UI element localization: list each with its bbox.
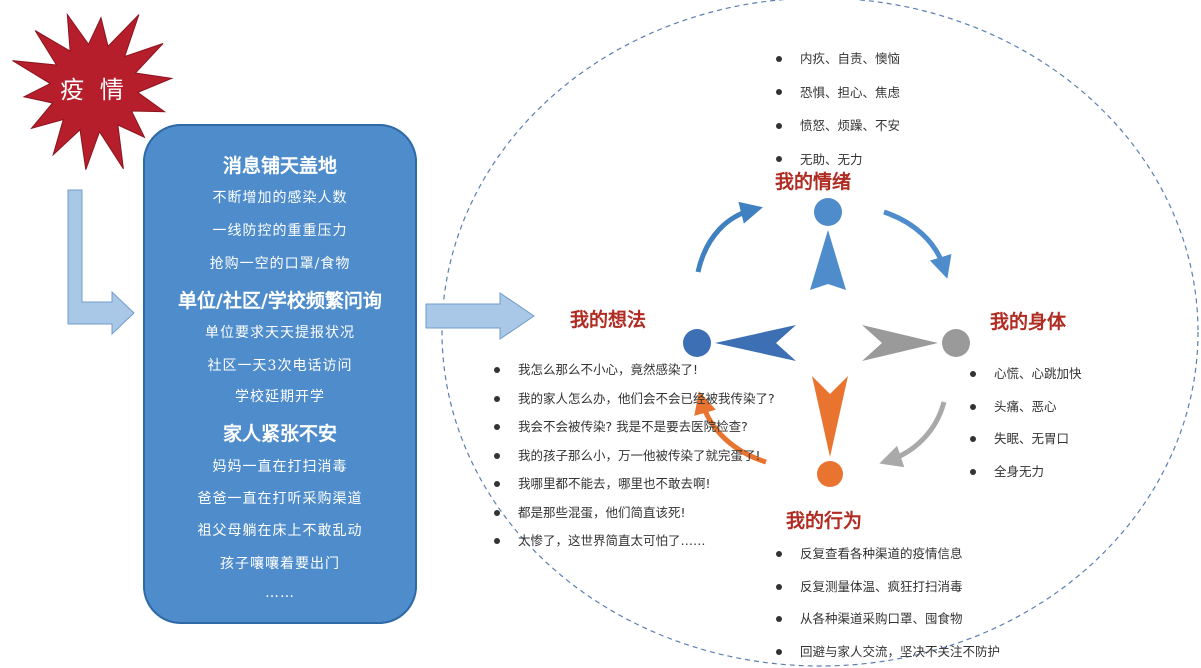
body-title: 我的身体: [990, 311, 1067, 333]
list-item: 太惨了，这世界简直太可怕了……: [490, 527, 775, 556]
info-item: 妈妈一直在打扫消毒: [212, 459, 348, 475]
info-box: [143, 124, 417, 624]
thought-to-emotion-arrow: [695, 201, 763, 273]
thought-figure: [683, 325, 796, 361]
emotion-figure: [810, 198, 846, 290]
list-item: 我的家人怎么办，他们会不会已经被我传染了?: [490, 385, 775, 414]
emotion-to-body-arrow: [883, 209, 952, 279]
list-item: 愤怒、烦躁、不安: [772, 109, 900, 143]
list-item: 从各种渠道采购口罩、囤食物: [772, 603, 1000, 636]
list-item: 失眠、无胃口: [966, 423, 1082, 456]
list-item: 无助、无力: [772, 143, 900, 177]
list-item: 全身无力: [966, 456, 1082, 489]
body-figure: [862, 325, 970, 361]
info-item: 抢购一空的口罩/食物: [209, 256, 351, 272]
burst-to-box-arrow: [67, 189, 135, 336]
info-item: 不断增加的感染人数: [212, 190, 348, 206]
list-item: 我怎么那么不小心，竟然感染了!: [490, 356, 775, 385]
cycle-boundary-ellipse: [441, 0, 1199, 667]
behavior-to-thought-arrow: [694, 391, 767, 465]
info-item: 单位要求天天提报状况: [205, 325, 355, 341]
info-item: ……: [265, 585, 295, 601]
thought-title: 我的想法: [570, 309, 647, 331]
list-item: 反复查看各种渠道的疫情信息: [772, 538, 1000, 571]
list-item: 我哪里都不能去，哪里也不敢去啊!: [490, 470, 775, 499]
emotion-title: 我的情绪: [775, 171, 852, 193]
list-item: 我会不会被传染? 我是不是要去医院检查?: [490, 413, 775, 442]
info-item: 爸爸一直在打听采购渠道: [197, 491, 363, 507]
emotion-list: 内疚、自责、懊恼 恐惧、担心、焦虑 愤怒、烦躁、不安 无助、无力: [772, 42, 900, 176]
thought-list: 我怎么那么不小心，竟然感染了! 我的家人怎么办，他们会不会已经被我传染了? 我会…: [490, 356, 775, 556]
epidemic-burst-shape: [12, 12, 174, 170]
info-item: 祖父母躺在床上不敢乱动: [197, 523, 363, 539]
epidemic-label: 疫 情: [60, 76, 128, 104]
info-item: 孩子嚷嚷着要出门: [220, 556, 340, 572]
list-item: 我的孩子那么小，万一他被传染了就完蛋了!: [490, 442, 775, 471]
list-item: 都是那些混蛋，他们简直该死!: [490, 499, 775, 528]
info-item: 一线防控的重重压力: [212, 223, 348, 239]
body-to-behavior-arrow: [879, 401, 947, 468]
list-item: 回避与家人交流，坚决不关注不防护: [772, 636, 1000, 668]
box-to-cycle-arrow: [425, 292, 535, 340]
info-item: 社区一天3次电话访问: [207, 358, 353, 374]
behavior-title: 我的行为: [786, 510, 863, 532]
body-list: 心慌、心跳加快 头痛、恶心 失眠、无胃口 全身无力: [966, 358, 1082, 488]
behavior-list: 反复查看各种渠道的疫情信息 反复测量体温、疯狂打扫消毒 从各种渠道采购口罩、囤食…: [772, 538, 1000, 668]
list-item: 内疚、自责、懊恼: [772, 42, 900, 76]
list-item: 恐惧、担心、焦虑: [772, 76, 900, 110]
list-item: 心慌、心跳加快: [966, 358, 1082, 391]
list-item: 头痛、恶心: [966, 391, 1082, 424]
list-item: 反复测量体温、疯狂打扫消毒: [772, 571, 1000, 604]
info-section-heading: 消息铺天盖地: [222, 155, 337, 177]
info-item: 学校延期开学: [235, 389, 325, 405]
behavior-figure: [812, 376, 848, 487]
info-section-heading: 单位/社区/学校频繁问询: [178, 290, 382, 312]
info-section-heading: 家人紧张不安: [222, 423, 337, 445]
